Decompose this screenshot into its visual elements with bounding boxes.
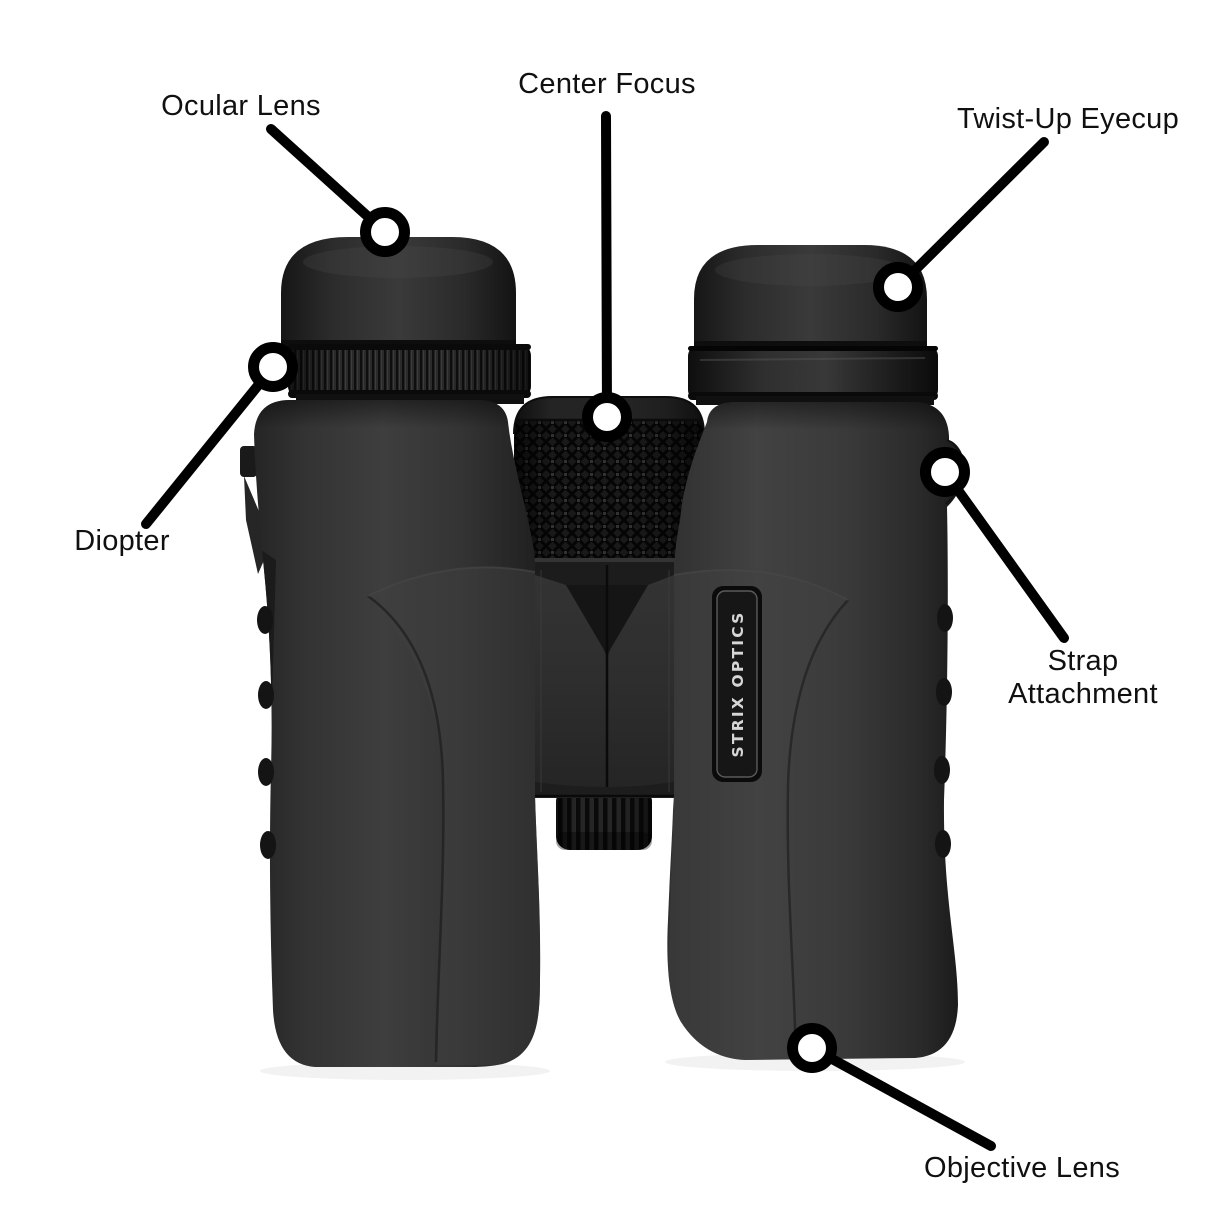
- left-armor-bumps: [257, 606, 276, 859]
- callout-diopter: [141, 342, 298, 529]
- right-eyepiece-ring: [688, 346, 938, 400]
- left-barrel: [240, 400, 541, 1067]
- diopter-ring: [288, 344, 531, 398]
- marker-diopter: [248, 342, 298, 392]
- brand-badge-text: STRIX OPTICS: [729, 611, 747, 758]
- label-twist-up-eyecup: Twist-Up Eyecup: [956, 103, 1180, 135]
- label-objective-lens: Objective Lens: [923, 1152, 1121, 1184]
- callouts: [141, 111, 1069, 1151]
- callout-center-focus: [582, 111, 632, 442]
- left-eyecup-cap: [281, 237, 516, 351]
- marker-ocular-lens: [360, 207, 410, 257]
- left-eyepiece: [281, 237, 531, 404]
- right-eyepiece: [688, 245, 938, 405]
- right-barrel: STRIX OPTICS: [667, 402, 965, 1060]
- label-diopter: Diopter: [74, 525, 170, 557]
- callout-twist-up-eyecup: [873, 137, 1049, 312]
- right-eyecup-cap: [694, 245, 927, 353]
- label-strap-attachment: Strap Attachment: [1008, 645, 1158, 710]
- marker-objective-lens: [787, 1023, 837, 1073]
- brand-badge: STRIX OPTICS: [712, 586, 762, 782]
- label-ocular-lens: Ocular Lens: [161, 90, 321, 122]
- binoculars: STRIX OPTICS: [240, 237, 965, 1067]
- marker-strap-attachment: [920, 447, 970, 497]
- callout-strap-attachment: [920, 447, 1069, 643]
- left-side-tab: [240, 446, 257, 477]
- hinge-knob: [556, 788, 652, 850]
- marker-twist-up-eyecup: [873, 262, 923, 312]
- hinge-bridge: [515, 558, 700, 798]
- label-center-focus: Center Focus: [518, 68, 696, 100]
- callout-ocular-lens: [266, 124, 410, 257]
- callout-objective-lens: [787, 1023, 996, 1151]
- marker-center-focus: [582, 392, 632, 442]
- right-armor-bumps: [934, 604, 953, 858]
